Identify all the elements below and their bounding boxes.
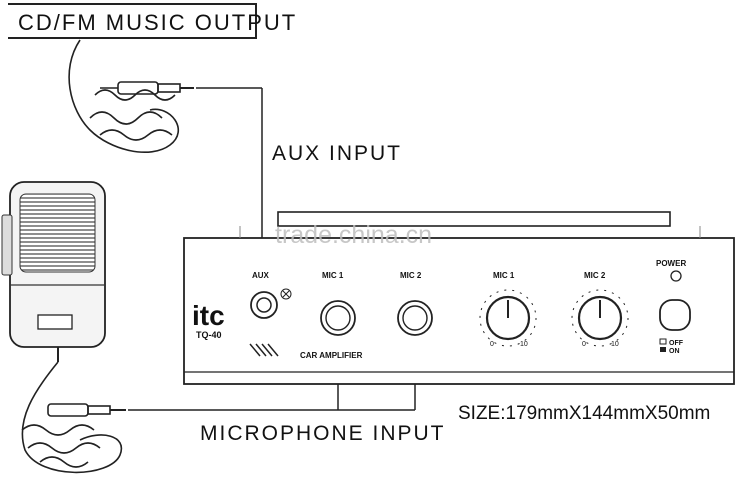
top-audio-plug: [68, 39, 262, 153]
power-off-text: OFF: [669, 340, 684, 347]
mic2-volume-knob: [571, 289, 629, 347]
model-text: TQ-40: [196, 330, 222, 340]
mic1-jack: [320, 300, 356, 336]
size-label: SIZE:179mmX144mmX50mm: [458, 403, 710, 424]
panel-stripes: [249, 343, 279, 357]
power-indicator-led: [670, 270, 682, 282]
power-label: POWER: [656, 259, 686, 268]
aux-jack-label: AUX: [252, 271, 270, 280]
mic2-knob-min: 0: [582, 341, 586, 348]
aux-jack: [250, 288, 292, 319]
watermark-text: trade.china.cn: [275, 221, 432, 249]
cd-fm-music-output-label: CD/FM MUSIC OUTPUT: [18, 10, 297, 35]
power-on-text: ON: [669, 348, 680, 355]
bottom-mic-plug: [21, 361, 338, 474]
power-button: [659, 299, 691, 331]
aux-input-label: AUX INPUT: [272, 142, 402, 165]
mic2-jack-label: MIC 2: [400, 271, 422, 280]
amplifier-unit: itc TQ-40 CAR AMPLIFIER AUX MIC 1 MIC 2: [183, 211, 735, 385]
mic2-knob-label: MIC 2: [584, 271, 606, 280]
mic1-knob-min: 0: [490, 341, 494, 348]
microphone-drawing: [1, 181, 106, 362]
panel-caption: CAR AMPLIFIER: [300, 351, 363, 360]
mic2-jack: [397, 300, 433, 336]
off-indicator: [659, 338, 667, 345]
on-indicator: [660, 347, 666, 352]
mic1-jack-label: MIC 1: [322, 271, 344, 280]
itc-logo: itc: [192, 300, 225, 331]
cd-fm-label-box: CD/FM MUSIC OUTPUT: [8, 3, 297, 39]
brand-text: itc: [192, 300, 225, 331]
mic1-knob-max: 10: [520, 341, 528, 348]
microphone-input-label: MICROPHONE INPUT: [200, 422, 446, 445]
mic1-volume-knob: [479, 289, 537, 347]
mic2-knob-max: 10: [611, 341, 619, 348]
mic1-knob-label: MIC 1: [493, 271, 515, 280]
